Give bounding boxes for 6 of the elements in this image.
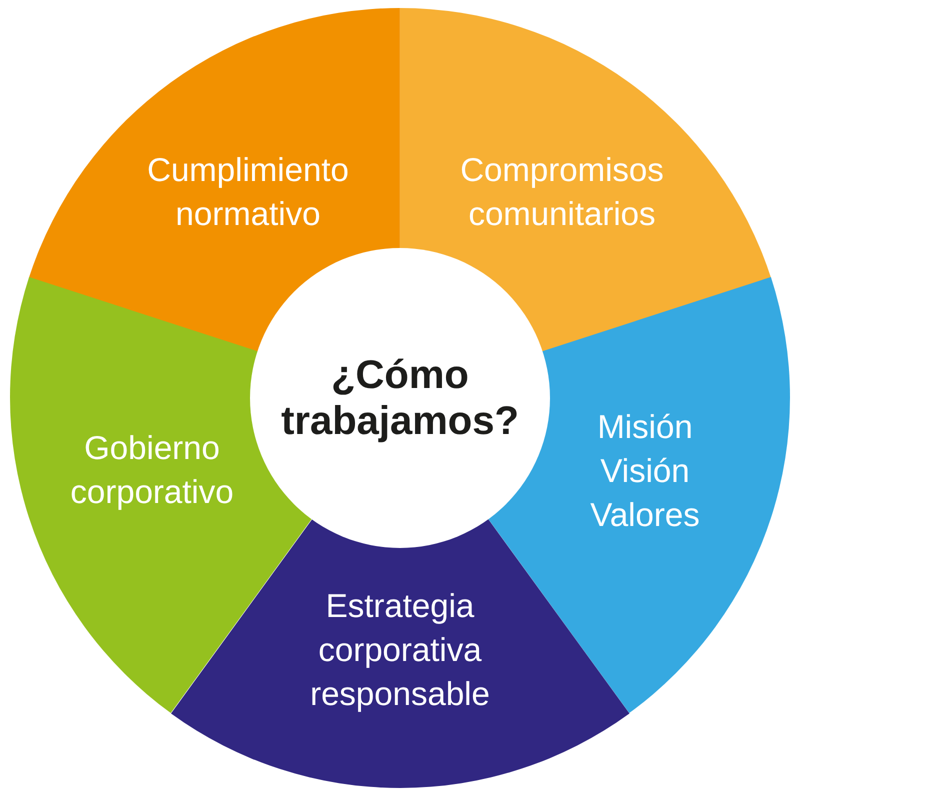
segment-label: Misión Visión Valores [589,406,701,535]
segment-label: Gobierno corporativo [69,428,235,512]
segment-label: Compromisos comunitarios [459,150,665,234]
segment-label: Cumplimiento normativo [146,150,350,234]
segment-label: Estrategia corporativa responsable [309,586,491,714]
center-label: ¿Cómo trabajamos? [280,352,520,444]
